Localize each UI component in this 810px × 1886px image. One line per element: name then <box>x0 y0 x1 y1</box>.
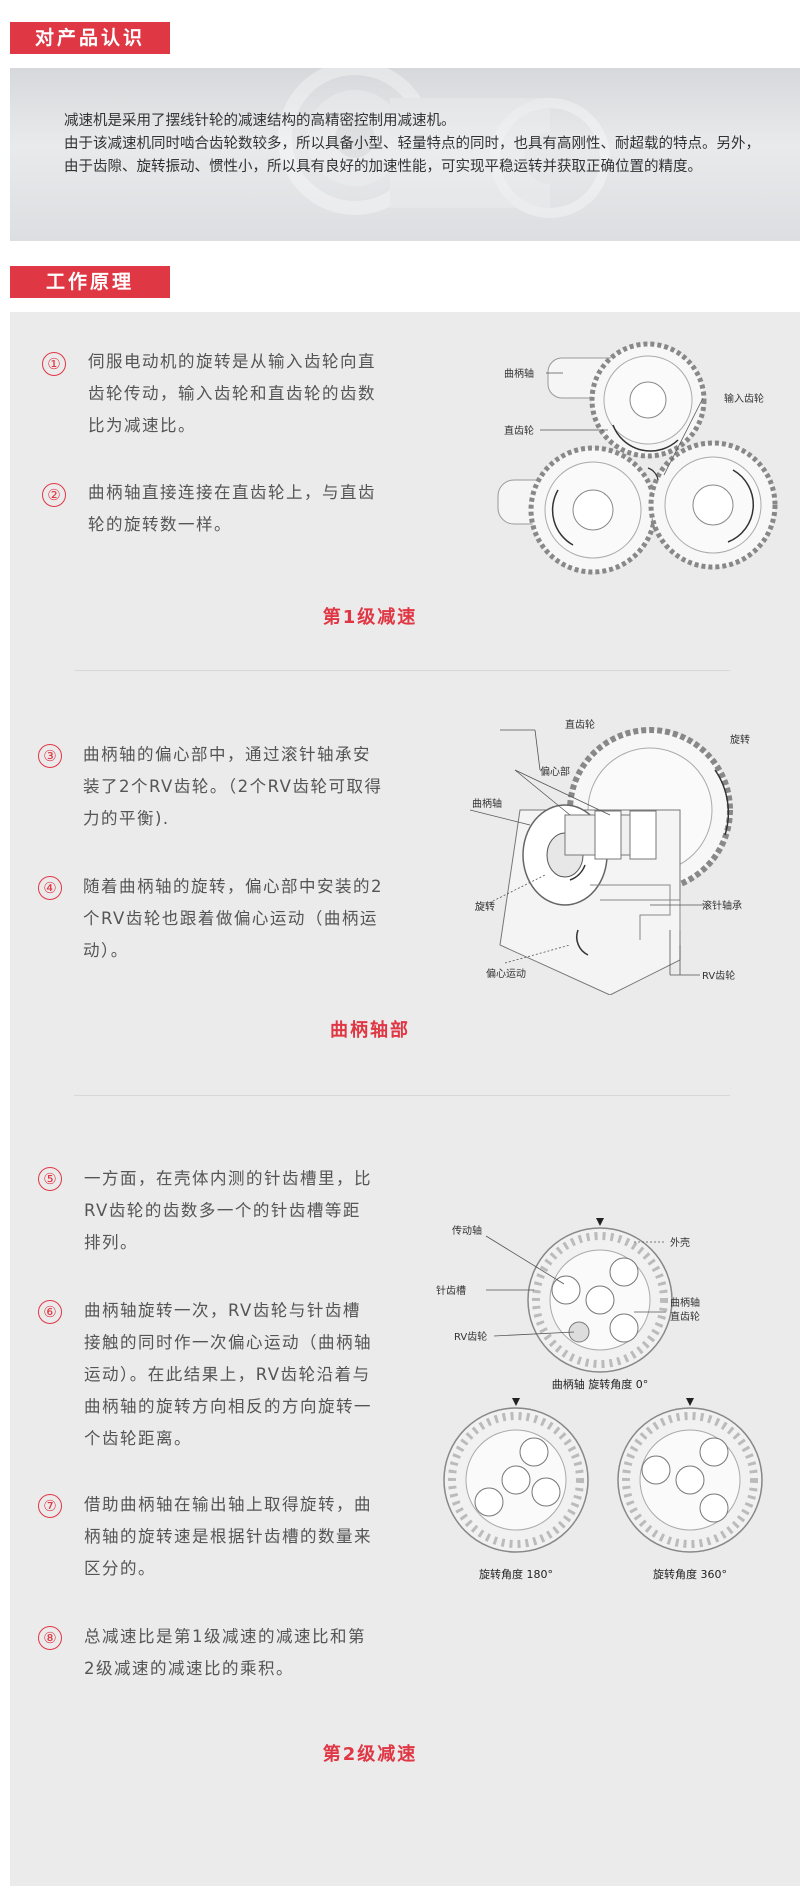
section-tag-principle: 工作原理 <box>10 266 170 298</box>
intro-text: 减速机是采用了摆线针轮的减速结构的高精密控制用减速机。 由于该减速机同时啮合齿轮… <box>64 110 774 179</box>
label-spur-gear-2: 直齿轮 <box>565 718 595 731</box>
step-number-1: ① <box>42 352 66 376</box>
step-text-2: 曲柄轴直接连接在直齿轮上，与直齿轮的旋转数一样。 <box>88 483 376 534</box>
step-number-2: ② <box>42 483 66 507</box>
label-pin-groove: 针齿槽 <box>436 1284 466 1297</box>
label-needle-bearing: 滚针轴承 <box>702 899 742 912</box>
section-tag-product: 对产品认识 <box>10 22 170 54</box>
wheel-360deg <box>617 1398 763 1553</box>
step-text-4: 随着曲柄轴的旋转，偏心部中安装的2个RV齿轮也跟着做偏心运动（曲柄运动）。 <box>83 877 383 960</box>
step-number-3: ③ <box>38 744 62 768</box>
label-eccentric-motion: 偏心运动 <box>486 967 526 980</box>
label-spur-gear-3: 直齿轮 <box>670 1310 700 1323</box>
wheel-0deg <box>527 1218 673 1373</box>
label-spur-gear-1: 直齿轮 <box>504 424 534 437</box>
step-text-6: 曲柄轴旋转一次，RV齿轮与针齿槽接触的同时作一次偏心运动（曲柄轴运动）。在此结果… <box>84 1301 372 1448</box>
label-crankshaft-3: 曲柄轴 <box>670 1296 700 1309</box>
wheel-180deg <box>443 1398 589 1553</box>
step-text-8: 总减速比是第1级减速的减速比和第2级减速的减速比的乘积。 <box>84 1627 366 1678</box>
reducer-background-image <box>278 68 610 218</box>
caption-180deg: 旋转角度 180° <box>479 1567 553 1581</box>
step-text-5: 一方面，在壳体内测的针齿槽里，比RV齿轮的齿数多一个的针齿槽等距排列。 <box>84 1169 372 1252</box>
label-eccentric: 偏心部 <box>540 765 570 778</box>
label-drive-shaft: 传动轴 <box>452 1224 482 1237</box>
stage2-diagram: 传动轴 外壳 针齿槽 曲柄轴 直齿轮 RV齿轮 曲柄轴 旋转角度 0° 旋转角度… <box>436 1218 763 1581</box>
step-text-3: 曲柄轴的偏心部中，通过滚针轴承安装了2个RV齿轮。（2个RV齿轮可取得力的平衡)… <box>83 745 383 828</box>
stage2-caption: 第2级减速 <box>322 1744 418 1765</box>
step-number-8: ⑧ <box>38 1626 62 1650</box>
divider-2 <box>74 1095 730 1096</box>
intro-line-1: 减速机是采用了摆线针轮的减速结构的高精密控制用减速机。 <box>64 113 456 129</box>
step-number-4: ④ <box>38 876 62 900</box>
crank-caption: 曲柄轴部 <box>330 1020 410 1041</box>
step-text-7: 借助曲柄轴在输出轴上取得旋转，曲柄轴的旋转速是根据针齿槽的数量来区分的。 <box>84 1495 372 1578</box>
label-rv-gear-2: RV齿轮 <box>702 969 735 982</box>
label-input-gear: 输入齿轮 <box>724 392 764 405</box>
label-rotation-left: 旋转 <box>475 900 495 913</box>
stage1-gear-diagram: 曲柄轴 直齿轮 输入齿轮 <box>497 341 778 575</box>
divider-1 <box>74 670 730 671</box>
intro-banner: 减速机是采用了摆线针轮的减速结构的高精密控制用减速机。 由于该减速机同时啮合齿轮… <box>10 68 800 241</box>
step-number-7: ⑦ <box>38 1494 62 1518</box>
caption-0deg: 曲柄轴 旋转角度 0° <box>552 1377 649 1391</box>
label-rotation-top: 旋转 <box>730 733 750 746</box>
principle-panel <box>10 312 800 1886</box>
crankshaft-diagram: 直齿轮 旋转 偏心部 曲柄轴 旋转 滚针轴承 偏心运动 RV齿轮 <box>470 718 750 995</box>
label-crankshaft-1: 曲柄轴 <box>504 367 534 380</box>
step-number-5: ⑤ <box>38 1167 62 1191</box>
caption-360deg: 旋转角度 360° <box>653 1567 727 1581</box>
stage1-caption: 第1级减速 <box>322 607 418 628</box>
intro-line-2: 由于该减速机同时啮合齿轮数较多，所以具备小型、轻量特点的同时，也具有高刚性、耐超… <box>64 136 760 175</box>
label-housing: 外壳 <box>670 1236 690 1249</box>
label-rv-gear-3: RV齿轮 <box>454 1330 487 1343</box>
label-crankshaft-2: 曲柄轴 <box>472 797 502 810</box>
step-text-1: 伺服电动机的旋转是从输入齿轮向直齿轮传动，输入齿轮和直齿轮的齿数比为减速比。 <box>88 352 376 435</box>
step-number-6: ⑥ <box>38 1300 62 1324</box>
